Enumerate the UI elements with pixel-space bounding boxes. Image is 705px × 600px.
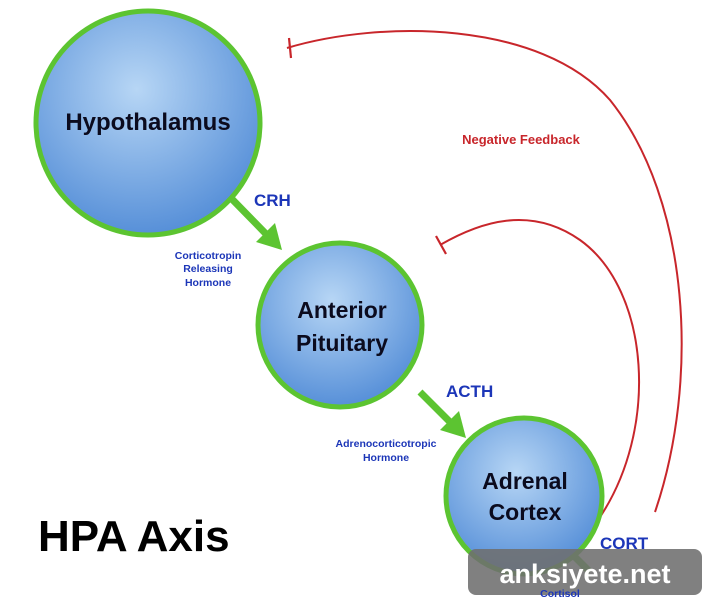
arrow-acth: [417, 389, 455, 427]
feedback-line-to-pituitary: [439, 219, 640, 521]
node-anterior-pituitary: Anterior Pituitary: [255, 240, 425, 410]
hormone-cort-label: CORT: [600, 534, 649, 553]
arrow-crh-head: [256, 223, 282, 250]
node-label-adrenal: Adrenal: [482, 468, 568, 494]
negative-feedback-label: Negative Feedback: [462, 132, 581, 147]
node-adrenal-cortex: Adrenal Cortex: [443, 415, 605, 577]
arrow-acth-head: [440, 411, 466, 438]
hormone-crh-fullname-line3: Hormone: [185, 277, 231, 289]
node-label-anterior: Anterior: [297, 297, 387, 323]
diagram-title: HPA Axis: [38, 512, 230, 561]
watermark-background: [468, 549, 702, 595]
feedback-line-to-hypothalamus: [286, 30, 683, 513]
hormone-acth-label: ACTH: [446, 382, 493, 401]
feedback-inhibition-bar-pituitary: [435, 235, 447, 255]
hormone-acth-fullname-line1: Adrenocorticotropic: [336, 438, 437, 450]
hormone-crh-fullname-line1: Corticotropin: [175, 250, 242, 262]
node-hypothalamus: Hypothalamus: [33, 8, 263, 238]
negative-feedback-arrows: [286, 30, 683, 521]
watermark: Cortisol anksiyete.net: [468, 549, 702, 600]
hormone-cort-fullname: Cortisol: [540, 588, 580, 600]
node-label-cortex: Cortex: [489, 499, 562, 525]
arrow-crh: [225, 192, 271, 239]
hormone-crh-fullname-line2: Releasing: [183, 263, 233, 275]
node-label-pituitary: Pituitary: [296, 330, 388, 356]
watermark-text: anksiyete.net: [499, 559, 670, 589]
feedback-inhibition-bar-hypothalamus: [287, 37, 293, 59]
node-label-hypothalamus: Hypothalamus: [65, 109, 230, 136]
hormone-crh-label: CRH: [254, 191, 291, 210]
hormone-acth-fullname-line2: Hormone: [363, 452, 409, 464]
